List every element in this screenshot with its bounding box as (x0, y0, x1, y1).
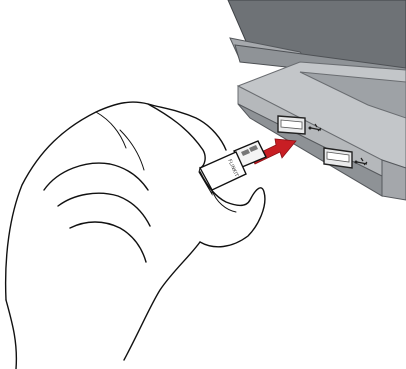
hand-wrist (6, 300, 16, 369)
hand-palm-edge (124, 242, 200, 360)
usb-port-upper (278, 116, 305, 134)
hand-finger-fold-1 (44, 163, 148, 190)
hand-finger-crease (120, 130, 144, 170)
hand-outline (6, 102, 226, 300)
hand-finger-fold-3 (70, 222, 146, 262)
hand-drawing (6, 102, 265, 369)
usb-port-lower (324, 148, 352, 168)
hand-index-finger (148, 104, 205, 168)
laptop (228, 0, 406, 200)
hand-finger-fold-2 (58, 193, 150, 226)
